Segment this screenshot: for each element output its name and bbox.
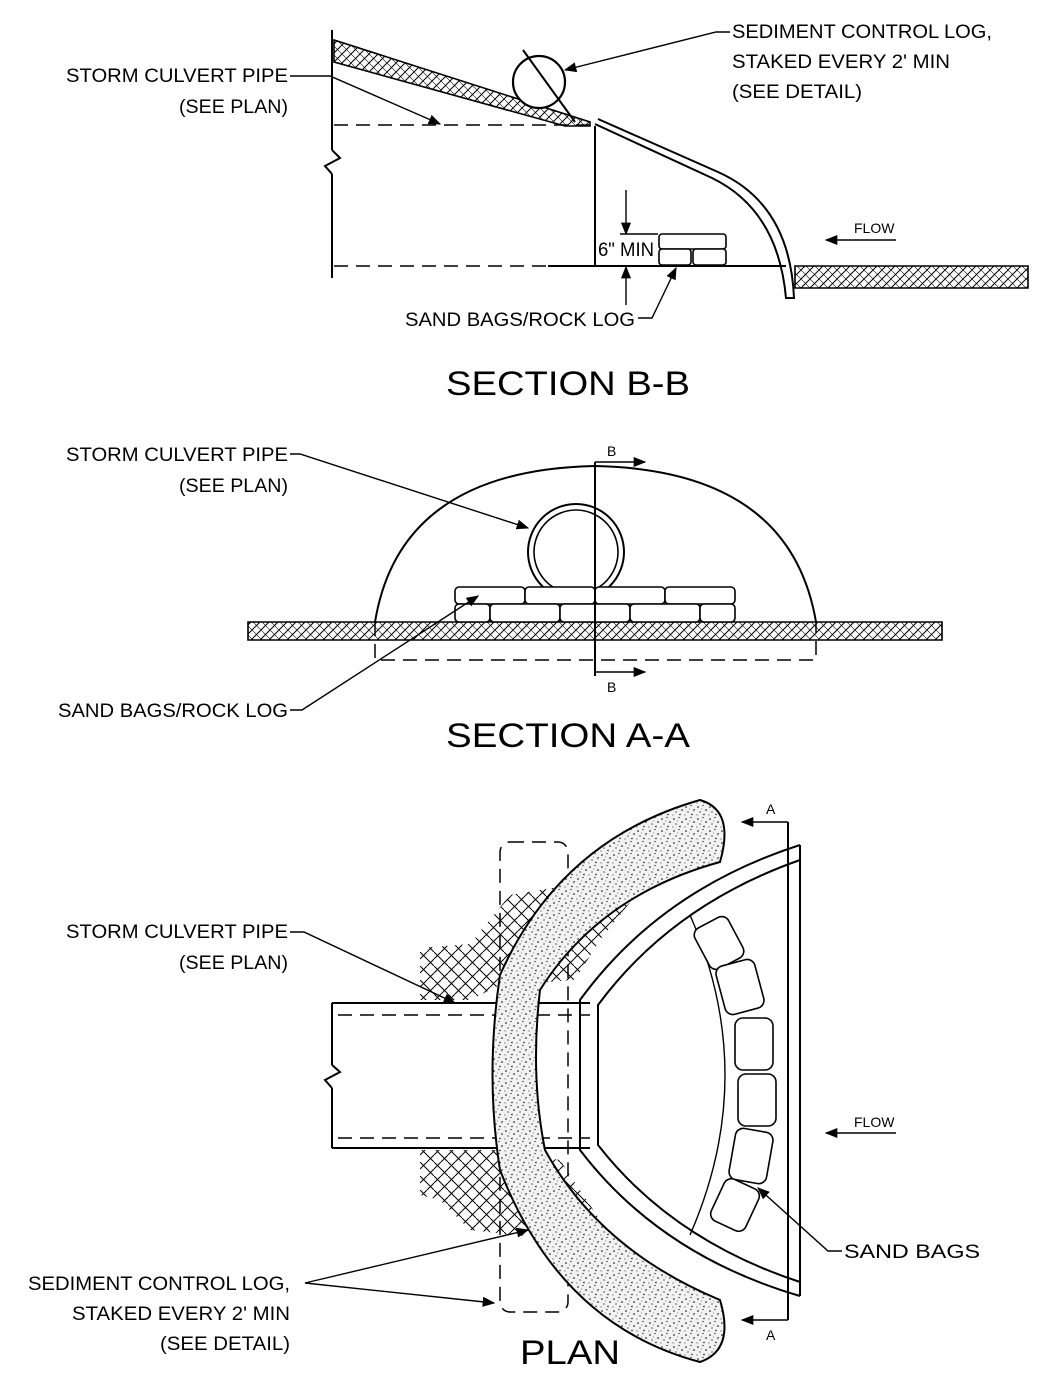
section-bb: FLOW STORM CULVERT PIPE (SEE PLAN) SEDIM… <box>66 22 1029 403</box>
trench-outline <box>374 622 817 661</box>
sediment-control-log-plan <box>491 798 726 1364</box>
plan-sand-bags-label: SAND BAGS <box>844 1242 980 1263</box>
aa-sand-bags-label: SAND BAGS/ROCK LOG <box>58 701 288 722</box>
plan-culvert-label-1: STORM CULVERT PIPE <box>66 922 288 943</box>
culvert-pipe-plan <box>332 1002 590 1149</box>
bb-sand-bags-label: SAND BAGS/ROCK LOG <box>405 310 635 331</box>
channel-bed-hatch <box>794 265 1029 289</box>
culvert-pipe <box>527 503 625 601</box>
bb-min-height-label: 6" MIN <box>598 240 654 261</box>
plan-log-label-3: (SEE DETAIL) <box>160 1334 290 1355</box>
break-symbol-plan <box>323 1064 342 1089</box>
aa-culvert-label-1: STORM CULVERT PIPE <box>66 445 288 466</box>
bb-log-label-1: SEDIMENT CONTROL LOG, <box>732 22 992 43</box>
bb-culvert-label-2: (SEE PLAN) <box>179 97 288 118</box>
aa-culvert-label-2: (SEE PLAN) <box>179 476 288 497</box>
sediment-control-log <box>511 54 567 110</box>
plan-culvert-label-2: (SEE PLAN) <box>179 953 288 974</box>
plan-view: A A FLOW STORM CULVERT PIPE (SEE PLAN) S… <box>28 798 980 1372</box>
section-aa: B B STORM CULVERT PIPE (SEE PLAN) SAND B… <box>58 443 943 755</box>
bb-log-label-3: (SEE DETAIL) <box>732 82 862 103</box>
flow-label-plan: FLOW <box>854 1114 895 1130</box>
flow-label-bb: FLOW <box>854 220 895 236</box>
inlet-liner-outer <box>579 844 801 1297</box>
inlet-liner-inner <box>597 859 801 1283</box>
break-symbol <box>323 149 342 175</box>
cut-label-b-bottom: B <box>607 679 616 695</box>
sand-bags-plan <box>693 915 777 1233</box>
plan-log-label-1: SEDIMENT CONTROL LOG, <box>28 1274 290 1295</box>
log-stake <box>522 49 576 123</box>
bb-log-label-2: STAKED EVERY 2' MIN <box>732 52 950 73</box>
section-bb-title: SECTION B-B <box>446 365 690 403</box>
inlet-liner <box>594 118 796 299</box>
cut-label-a-top: A <box>766 801 776 817</box>
bb-culvert-label-1: STORM CULVERT PIPE <box>66 66 288 87</box>
plan-title: PLAN <box>520 1334 620 1372</box>
cut-label-b-top: B <box>607 443 616 459</box>
cut-label-a-bottom: A <box>766 1327 776 1343</box>
plan-log-label-2: STAKED EVERY 2' MIN <box>72 1304 290 1325</box>
sand-bag-stack <box>658 233 727 266</box>
section-aa-title: SECTION A-A <box>446 717 690 755</box>
